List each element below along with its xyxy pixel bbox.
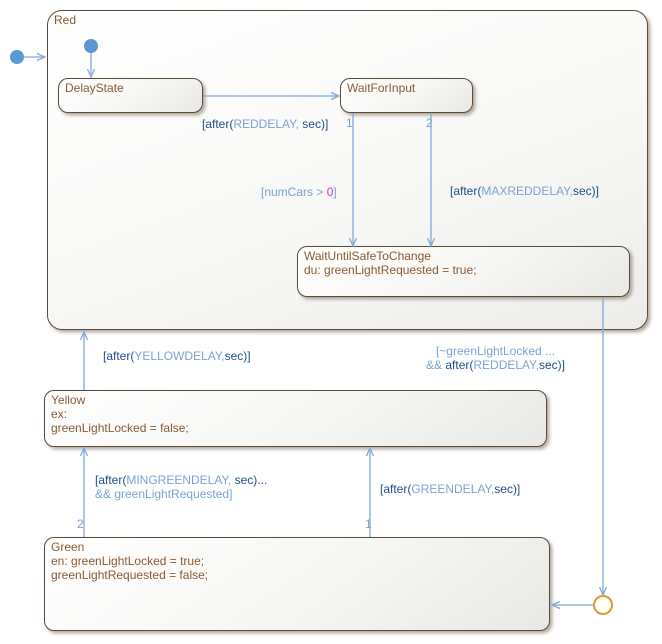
arrowhead-icon <box>36 52 47 62</box>
transition-junction-to-green[interactable] <box>550 600 594 610</box>
transition-waitsafe-to-junction[interactable] <box>598 297 608 597</box>
label-part: [after( <box>103 349 135 363</box>
transition-label-maxreddelay[interactable]: [after(MAXREDDELAY,sec)] <box>450 184 599 198</box>
label-part: sec)] <box>538 358 565 372</box>
transition-yellow-to-red[interactable] <box>79 330 89 390</box>
label-part: ] <box>333 185 337 199</box>
label-part: [after( <box>450 184 482 198</box>
label-part: [after( <box>202 117 234 131</box>
state-green[interactable]: Green en: greenLightLocked = true; green… <box>44 537 550 631</box>
state-waitforinput[interactable]: WaitForInput <box>340 78 473 113</box>
label-part: sec)] <box>494 482 521 496</box>
label-part: 0 <box>326 185 334 199</box>
label-part: sec)] <box>224 349 251 363</box>
default-transition-dot <box>10 50 24 64</box>
transition-label-numcars[interactable]: [numCars > 0] <box>261 185 337 199</box>
state-yellow-body-1: ex: <box>51 407 68 421</box>
label-part: GREENDELAY, <box>411 482 495 496</box>
transition-label-yellowdelay[interactable]: [after(YELLOWDELAY,sec)] <box>103 349 251 363</box>
state-delaystate[interactable]: DelayState <box>58 78 203 113</box>
transition-label-mingreendelay[interactable]: [after(MINGREENDELAY, sec)... && greenLi… <box>95 473 267 501</box>
label-part: YELLOWDELAY, <box>134 349 225 363</box>
arrowhead-icon <box>550 600 561 610</box>
label-part: && <box>426 358 446 372</box>
label-part: [numCars > <box>261 185 327 199</box>
state-green-title: Green <box>51 540 85 554</box>
state-delaystate-title: DelayState <box>65 81 124 95</box>
label-part: sec)] <box>298 117 329 131</box>
label-part: sec)... <box>231 473 268 487</box>
transition-label-reddelay[interactable]: [after(REDDELAY, sec)] <box>202 117 328 131</box>
state-green-body-2: greenLightRequested = false; <box>51 568 209 582</box>
state-waituntilsafetochange-body: du: greenLightRequested = true; <box>304 263 477 277</box>
label-part: [after( <box>380 482 412 496</box>
label-part: sec)] <box>572 184 599 198</box>
state-waituntilsafetochange-title: WaitUntilSafeToChange <box>304 249 431 263</box>
label-part: MAXREDDELAY, <box>481 184 573 198</box>
transition-label-safe-exit[interactable]: [~greenLightLocked ... && after(REDDELAY… <box>413 344 578 372</box>
arrowhead-icon <box>598 586 608 597</box>
state-green-body-1: en: greenLightLocked = true; <box>51 554 205 568</box>
transition-number-2-green[interactable]: 2 <box>77 517 84 531</box>
connective-junction[interactable] <box>593 595 613 615</box>
arrowhead-icon <box>365 446 375 457</box>
state-waitforinput-title: WaitForInput <box>347 81 416 95</box>
arrowhead-icon <box>79 446 89 457</box>
state-yellow[interactable]: Yellow ex: greenLightLocked = false; <box>44 390 547 447</box>
label-part: [~greenLightLocked ... <box>435 344 556 358</box>
transition-number-1[interactable]: 1 <box>346 116 353 130</box>
arrowhead-icon <box>79 330 89 341</box>
transition-label-greendelay[interactable]: [after(GREENDELAY,sec)] <box>380 482 520 496</box>
transition-number-2[interactable]: 2 <box>426 116 433 130</box>
default-transition-to-red[interactable] <box>10 50 47 64</box>
label-part: after( <box>445 358 474 372</box>
label-part: REDDELAY, <box>233 117 299 131</box>
state-yellow-body-2: greenLightLocked = false; <box>51 421 189 435</box>
state-yellow-title: Yellow <box>51 393 86 407</box>
transition-number-1-green[interactable]: 1 <box>365 517 372 531</box>
label-part: REDDELAY, <box>473 358 539 372</box>
label-part: && greenLightRequested] <box>95 487 233 501</box>
state-red-title: Red <box>54 13 77 27</box>
label-part: [after( <box>95 473 127 487</box>
state-waituntilsafetochange[interactable]: WaitUntilSafeToChange du: greenLightRequ… <box>297 246 630 297</box>
label-part: MINGREENDELAY, <box>126 473 232 487</box>
